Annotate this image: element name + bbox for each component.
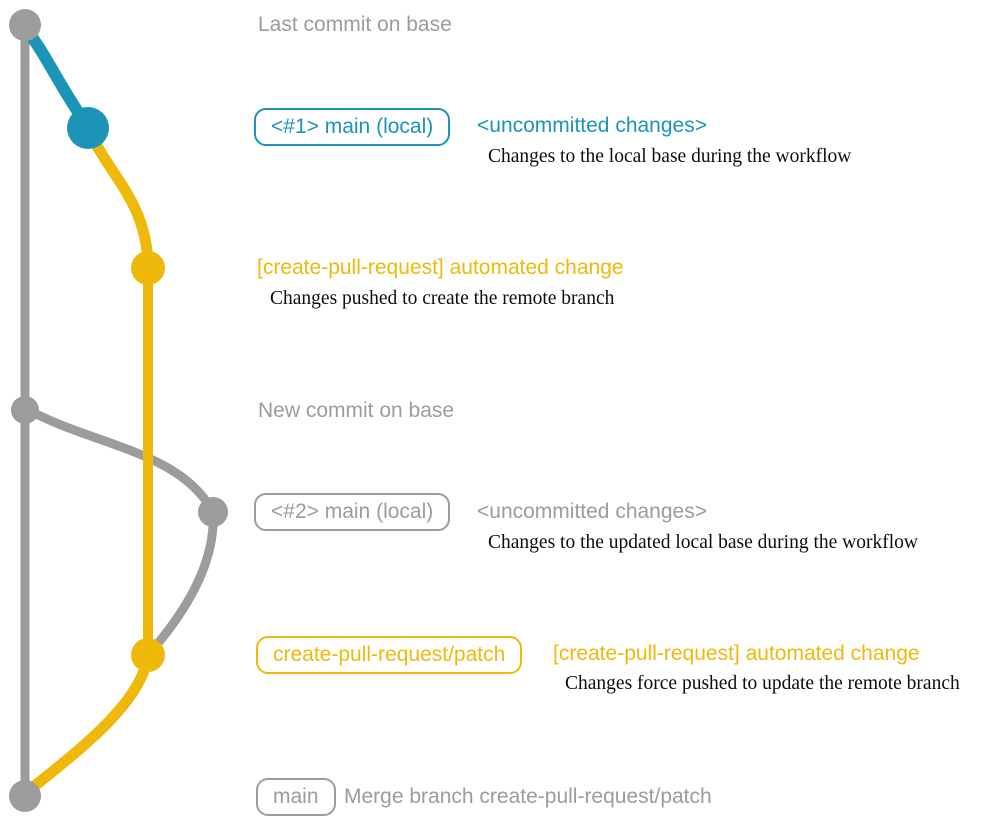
branch1-badge: <#1> main (local)	[254, 108, 451, 146]
base-to-local2-curve	[20, 403, 218, 517]
local2-to-patch-curve	[143, 507, 218, 660]
branch1-title: <uncommitted changes>	[477, 114, 707, 137]
last-commit-label: Last commit on base	[258, 13, 452, 36]
branch2-badge: <#2> main (local)	[254, 493, 451, 531]
new-commit-label: New commit on base	[258, 399, 455, 422]
commit-dot-uncommitted-2	[198, 497, 228, 527]
commit-dot-automated-change	[131, 251, 165, 285]
commit-dot-merge	[9, 780, 41, 812]
push1-description: Changes pushed to create the remote bran…	[270, 288, 615, 309]
commit-dot-uncommitted-1	[67, 107, 109, 149]
push2-title: [create-pull-request] automated change	[553, 642, 920, 665]
patch-to-merge-curve	[21, 649, 154, 798]
branch2-title: <uncommitted changes>	[477, 500, 707, 523]
push1-title: [create-pull-request] automated change	[257, 256, 624, 279]
main-badge: main	[256, 778, 336, 816]
push2-description: Changes force pushed to update the remot…	[565, 673, 960, 694]
commit-dot-last-base	[9, 9, 41, 41]
commit-dot-force-push	[131, 638, 165, 672]
commit-dot-new-base	[11, 396, 39, 424]
branch2-description: Changes to the updated local base during…	[488, 532, 918, 553]
branch1-description: Changes to the local base during the wor…	[488, 146, 852, 167]
local1-to-patch-curve	[82, 124, 154, 274]
merge-label: Merge branch create-pull-request/patch	[344, 785, 712, 808]
patch-branch-badge: create-pull-request/patch	[256, 636, 523, 674]
